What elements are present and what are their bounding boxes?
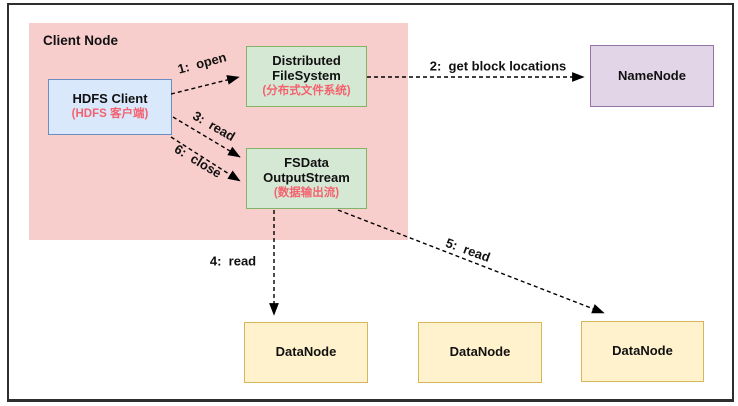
- node-fsdata-outputstream-subtitle: (数据输出流): [273, 187, 340, 200]
- node-hdfs-client: HDFS Client (HDFS 客户端): [48, 79, 172, 135]
- node-datanode-1-title: DataNode: [275, 344, 337, 360]
- node-distributed-filesystem-title: Distributed FileSystem: [272, 53, 341, 84]
- node-hdfs-client-title: HDFS Client: [72, 91, 148, 107]
- edge-label-4-read: 4: read: [209, 253, 257, 269]
- node-fsdata-outputstream-title: FSData OutputStream: [263, 155, 350, 186]
- client-node-label: Client Node: [43, 33, 119, 48]
- node-datanode-3-title: DataNode: [612, 343, 673, 359]
- node-distributed-filesystem: Distributed FileSystem (分布式文件系统): [246, 46, 367, 107]
- node-fsdata-outputstream: FSData OutputStream (数据输出流): [246, 148, 367, 209]
- node-distributed-filesystem-subtitle: (分布式文件系统): [262, 85, 351, 98]
- node-datanode-3: DataNode: [581, 321, 704, 382]
- edge-label-5-read: 5: read: [443, 235, 493, 265]
- node-datanode-2: DataNode: [418, 322, 542, 383]
- node-namenode-title: NameNode: [618, 67, 686, 83]
- node-datanode-2-title: DataNode: [449, 344, 511, 360]
- diagram-frame: Client Node HDFS Client (HDFS 客户端) Distr…: [7, 3, 734, 402]
- edge-label-2-get-block-locations: 2: get block locations: [429, 58, 567, 74]
- node-hdfs-client-subtitle: (HDFS 客户端): [71, 108, 149, 121]
- node-datanode-1: DataNode: [244, 322, 368, 383]
- node-namenode: NameNode: [590, 45, 714, 107]
